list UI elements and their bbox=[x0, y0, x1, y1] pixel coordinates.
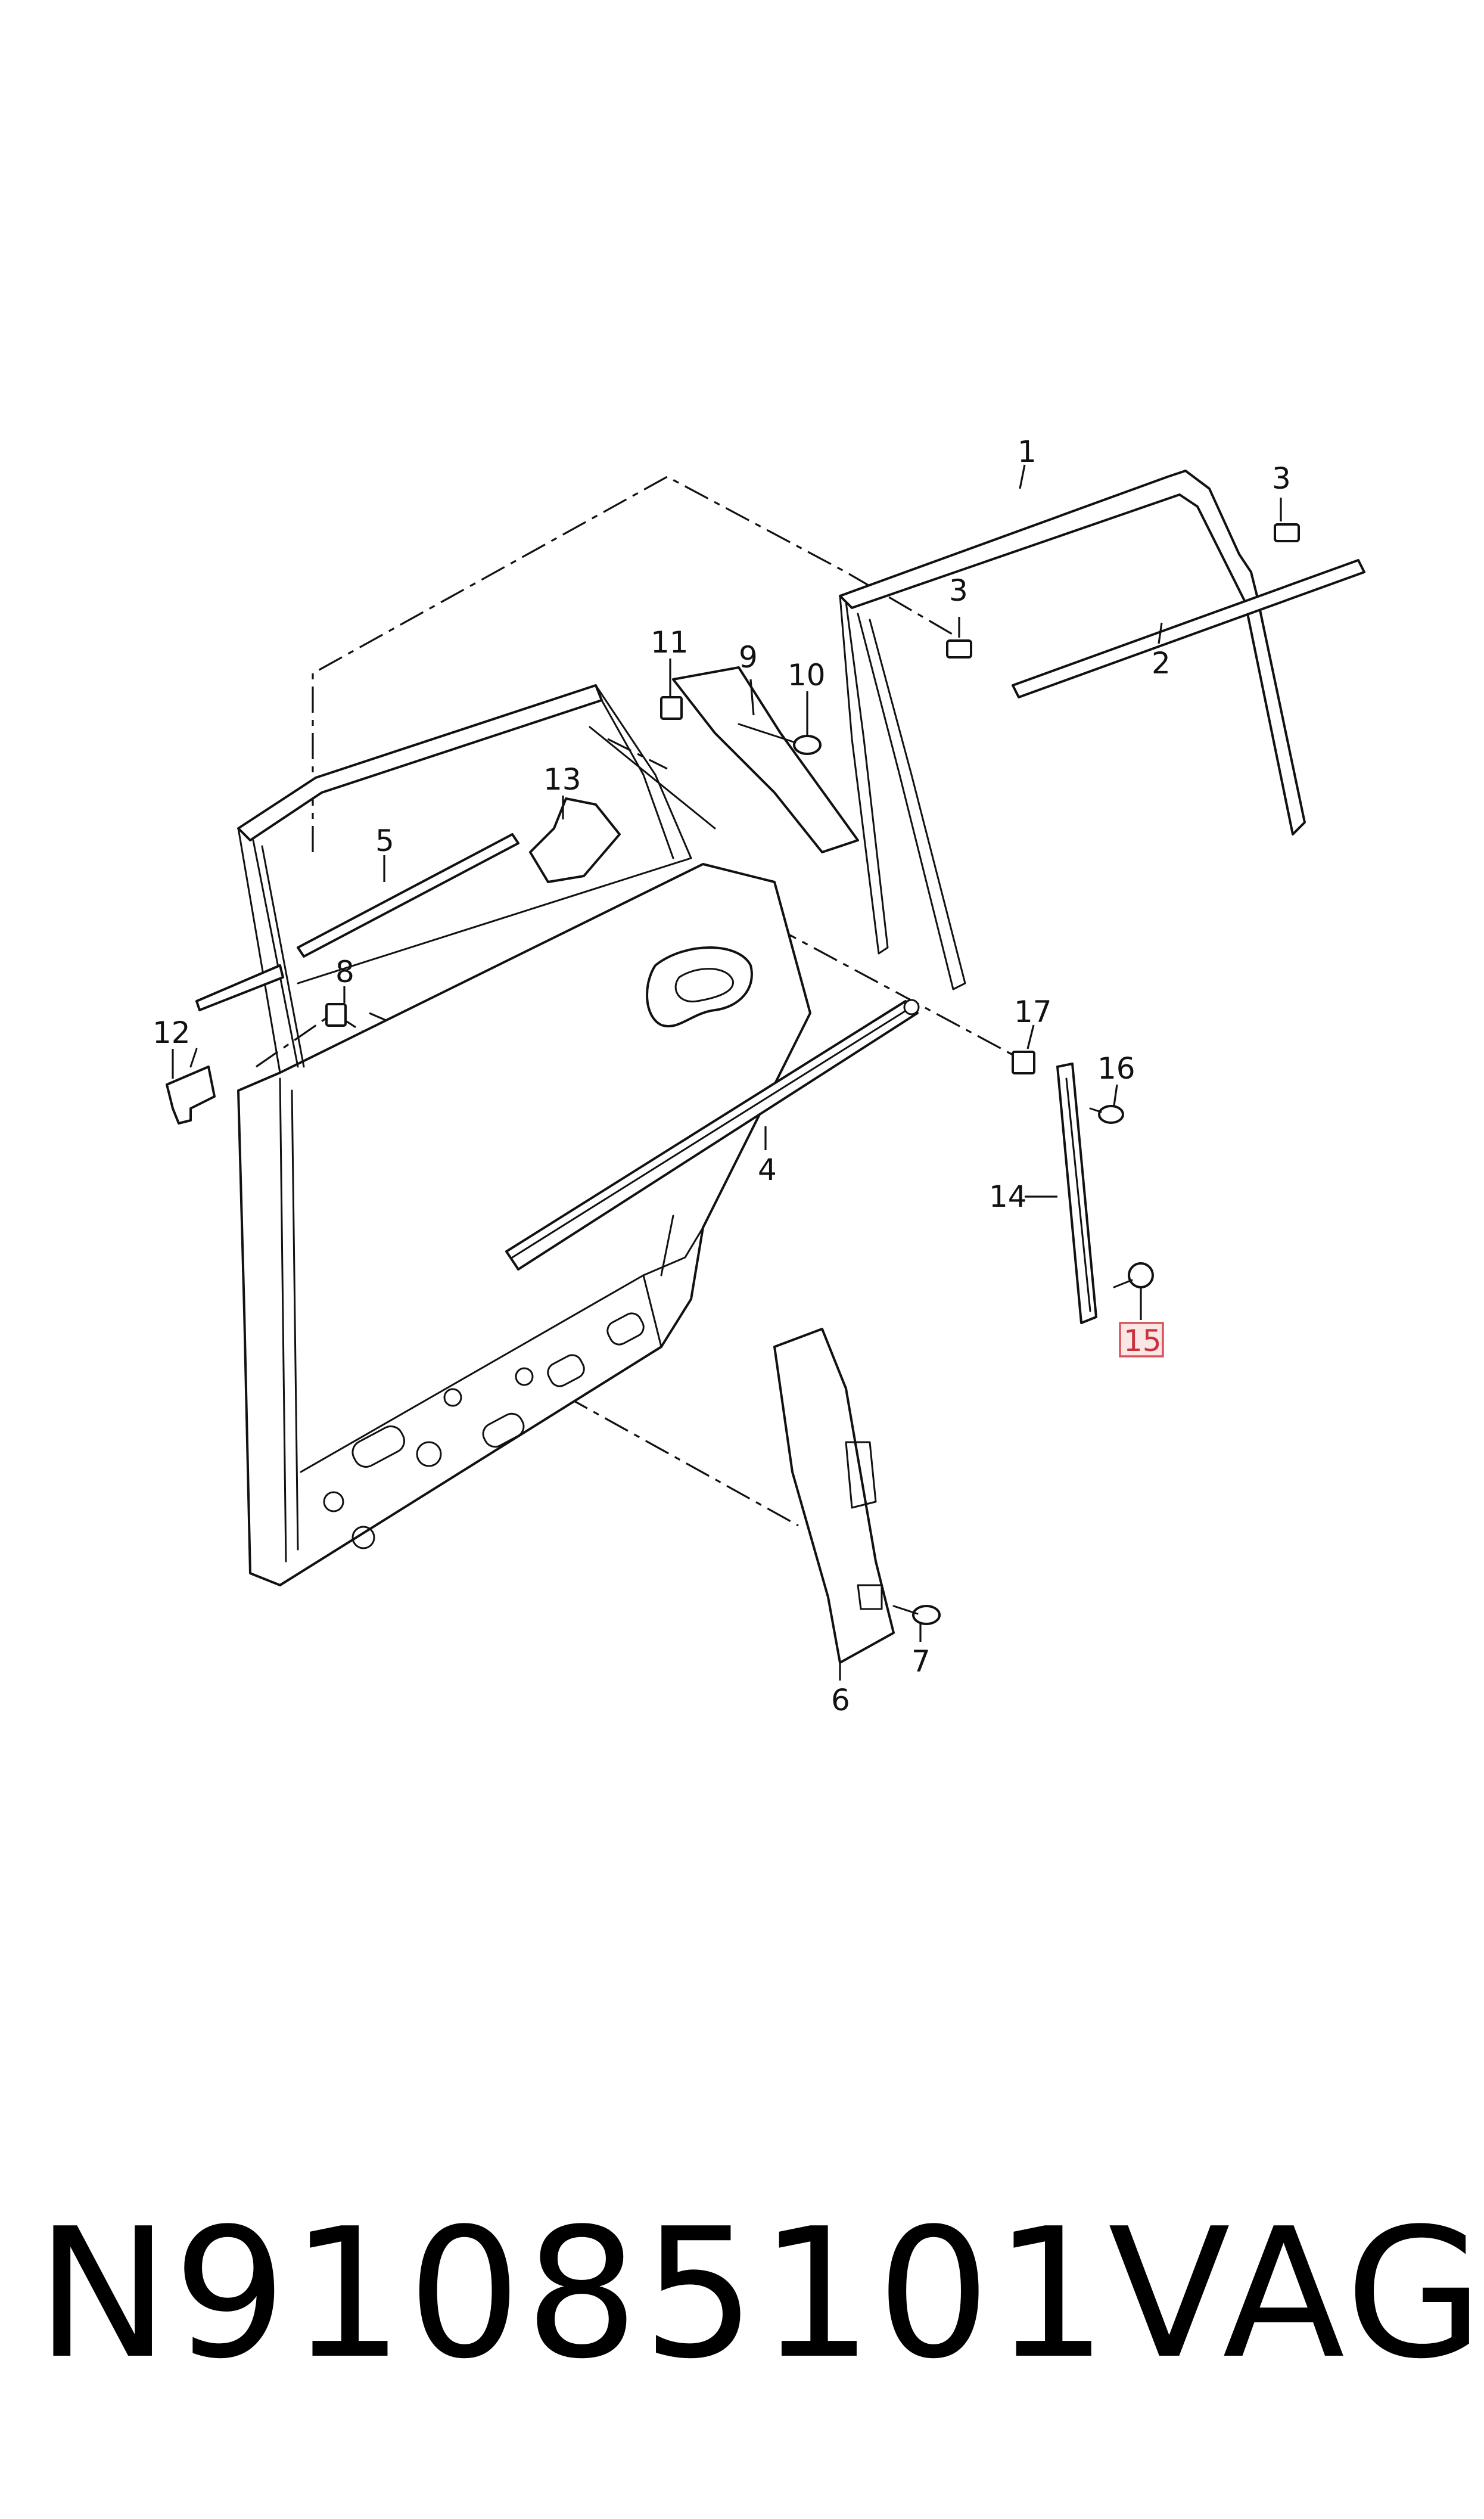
callout-3b: 3 bbox=[1272, 461, 1291, 496]
part-9-trim-panel bbox=[672, 666, 859, 853]
part-15-bolt bbox=[1113, 1262, 1154, 1288]
part-5-inner-seal bbox=[195, 833, 519, 1011]
callout-4: 4 bbox=[758, 1153, 777, 1187]
part-2-trim-strip bbox=[1012, 559, 1365, 698]
part-number: N91085101 bbox=[36, 2190, 1112, 2398]
callout-numbers: 1 2 3 3 4 5 6 7 8 9 10 11 12 13 14 15 16… bbox=[153, 434, 1291, 1717]
callout-3a: 3 bbox=[949, 573, 968, 608]
part-8-clip bbox=[325, 1003, 347, 1027]
part-3-clip-b bbox=[1274, 523, 1300, 542]
part-14-rail bbox=[1056, 1063, 1097, 1324]
callout-7: 7 bbox=[911, 1644, 931, 1679]
callout-12: 12 bbox=[153, 1015, 191, 1050]
part-11-clip bbox=[660, 696, 683, 720]
callout-14: 14 bbox=[989, 1179, 1027, 1214]
leader-lines bbox=[172, 464, 1282, 1681]
part-1-upper-seal bbox=[839, 470, 1306, 990]
part-7-screw bbox=[892, 1605, 941, 1625]
callout-13: 13 bbox=[543, 762, 581, 797]
highlight-box bbox=[1119, 1322, 1164, 1358]
callout-8: 8 bbox=[335, 955, 354, 989]
callout-10: 10 bbox=[788, 658, 826, 692]
part-12-bracket bbox=[166, 1048, 216, 1125]
part-6-pillar-trim bbox=[773, 1328, 895, 1664]
callout-16: 16 bbox=[1097, 1051, 1135, 1086]
door-panel bbox=[237, 863, 811, 1586]
callout-9: 9 bbox=[739, 640, 758, 675]
callout-11: 11 bbox=[651, 625, 689, 660]
part-4-belt-seal bbox=[505, 999, 920, 1271]
callout-1: 1 bbox=[1018, 434, 1037, 469]
callout-5: 5 bbox=[375, 824, 394, 858]
callout-6: 6 bbox=[831, 1683, 850, 1717]
part-3-clip-a bbox=[946, 639, 972, 659]
brand-name: VAG bbox=[1108, 2190, 1484, 2398]
part-13-bracket bbox=[529, 797, 621, 883]
callout-15: 15 bbox=[1124, 1324, 1162, 1358]
callout-17: 17 bbox=[1014, 995, 1052, 1029]
window-frame bbox=[237, 684, 716, 1074]
part-17-clip bbox=[1012, 1051, 1035, 1074]
part-16-screw bbox=[1089, 1105, 1124, 1124]
callout-2: 2 bbox=[1152, 646, 1171, 681]
